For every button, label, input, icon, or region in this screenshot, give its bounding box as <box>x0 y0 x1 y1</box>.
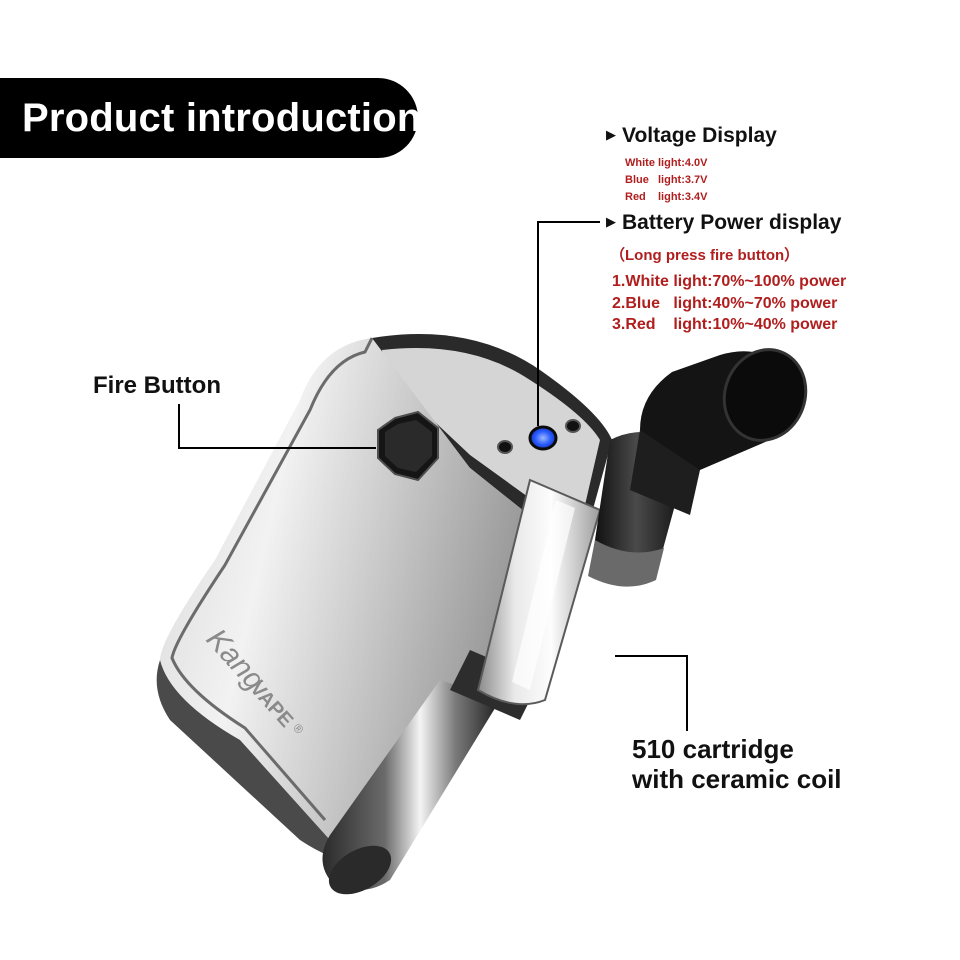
battery-callout-line-h <box>537 221 600 223</box>
battery-line-blue: 2.Blue light:40%~70% power <box>612 295 838 312</box>
bullet-triangle-icon: ▶ <box>606 214 616 229</box>
fire-callout-line-h <box>178 447 376 449</box>
battery-note: （Long press fire button） <box>610 247 800 264</box>
mouthpiece-tip <box>722 348 808 442</box>
fire-button-label: Fire Button <box>93 372 221 399</box>
voltage-line-red: Red light:3.4V <box>625 191 708 203</box>
battery-display-heading: ▶Battery Power display <box>606 211 842 234</box>
cartridge-label-line2: with ceramic coil <box>632 764 842 794</box>
fire-button-face <box>385 420 432 472</box>
voltage-line-blue: Blue light:3.7V <box>625 174 708 186</box>
led-hole-right <box>565 419 581 433</box>
cartridge-callout-line-h <box>615 655 688 657</box>
device-body-front <box>160 338 560 860</box>
title-banner: Product introduction <box>0 78 421 158</box>
cartridge-callout-line-v <box>686 655 688 731</box>
cylinder-base <box>328 845 392 895</box>
cartridge-metal-ring <box>588 540 664 587</box>
voltage-display-heading: ▶Voltage Display <box>606 124 777 147</box>
mouthpiece-neck <box>630 430 700 515</box>
device-bevel-edge <box>170 337 374 821</box>
led-hole-left <box>497 440 513 454</box>
banner-title: Product introduction <box>22 96 422 140</box>
led-blue-indicator <box>528 425 558 451</box>
battery-callout-line-v <box>537 221 539 426</box>
bullet-triangle-icon: ▶ <box>606 127 616 142</box>
glass-highlight <box>512 500 575 690</box>
cartridge-label-line1: 510 cartridge <box>632 734 794 764</box>
device-side-cylinder <box>322 680 500 890</box>
voltage-line-white: White light:4.0V <box>625 157 708 169</box>
battery-line-red: 3.Red light:10%~40% power <box>612 316 838 333</box>
battery-line-white: 1.White light:70%~100% power <box>612 273 847 290</box>
fire-callout-line-v <box>178 404 180 449</box>
device-top-surface <box>382 348 600 520</box>
